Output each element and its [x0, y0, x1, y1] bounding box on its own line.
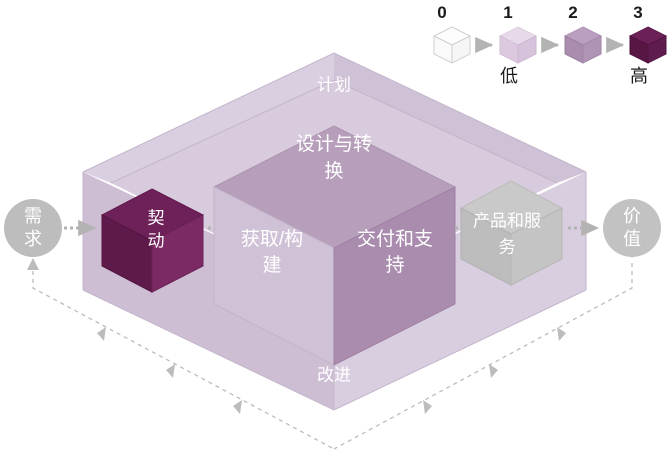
loop-arrowhead-left-up [27, 258, 39, 270]
engage-label-line2: 动 [148, 231, 165, 250]
loop-arrowhead-l1 [97, 327, 106, 341]
legend-number-3: 3 [633, 3, 642, 22]
loop-arrowhead-r1 [557, 327, 566, 341]
obtain-build-label-line1: 获取/构 [241, 228, 303, 250]
feedback-loop-right-path [333, 263, 633, 450]
engage-cube-right-face [151, 214, 204, 293]
legend-caption-high: 高 [630, 66, 648, 86]
demand-label-line2: 求 [24, 229, 42, 249]
deliver-support-label-line2: 持 [385, 254, 404, 276]
outer-box-rim-top-left [83, 53, 334, 183]
loop-arrowhead-r3 [423, 400, 432, 414]
feedback-loop [32, 263, 633, 450]
products-label-line2: 务 [499, 237, 516, 256]
legend-caption-low: 低 [500, 66, 518, 86]
center-cube-right-face [333, 186, 456, 366]
products-label-line1: 产品和服 [473, 211, 541, 230]
products-services-cube [459, 180, 564, 286]
demand-label-line1: 需 [24, 206, 42, 226]
engage-label-line1: 契 [148, 208, 165, 227]
legend-number-0: 0 [437, 3, 446, 22]
obtain-build-label-line2: 建 [262, 254, 281, 276]
loop-arrowhead-l2 [166, 364, 175, 378]
center-cube [212, 125, 457, 366]
plan-label: 计划 [317, 75, 351, 94]
deliver-support-label-line1: 交付和支 [357, 228, 433, 250]
legend-number-1: 1 [503, 3, 512, 22]
outer-box-rim-top-right [334, 53, 586, 183]
design-transition-label-line2: 换 [324, 160, 343, 182]
value-node-circle [603, 199, 661, 257]
value-label-line2: 值 [623, 229, 641, 249]
legend-cube-1 [498, 26, 538, 64]
feedback-loop-left-path [32, 263, 335, 450]
legend-cube-0 [432, 26, 472, 64]
legend-cube-2 [563, 26, 603, 64]
loop-arrowhead-l3 [233, 400, 242, 414]
improve-label: 改进 [317, 365, 351, 384]
demand-node-circle [4, 199, 62, 257]
outer-box-edge-top [82, 52, 587, 173]
engage-cube [100, 188, 205, 293]
maturity-legend: 0 1 低 2 3 高 [432, 3, 668, 86]
legend-cube-3 [628, 26, 668, 64]
value-label-line1: 价 [623, 206, 641, 226]
design-transition-label-line1: 设计与转 [296, 133, 372, 155]
outer-box-edge-inner [110, 79, 558, 184]
products-cube-right-face [510, 207, 563, 286]
legend-number-2: 2 [568, 3, 577, 22]
loop-arrowhead-r2 [489, 364, 498, 378]
